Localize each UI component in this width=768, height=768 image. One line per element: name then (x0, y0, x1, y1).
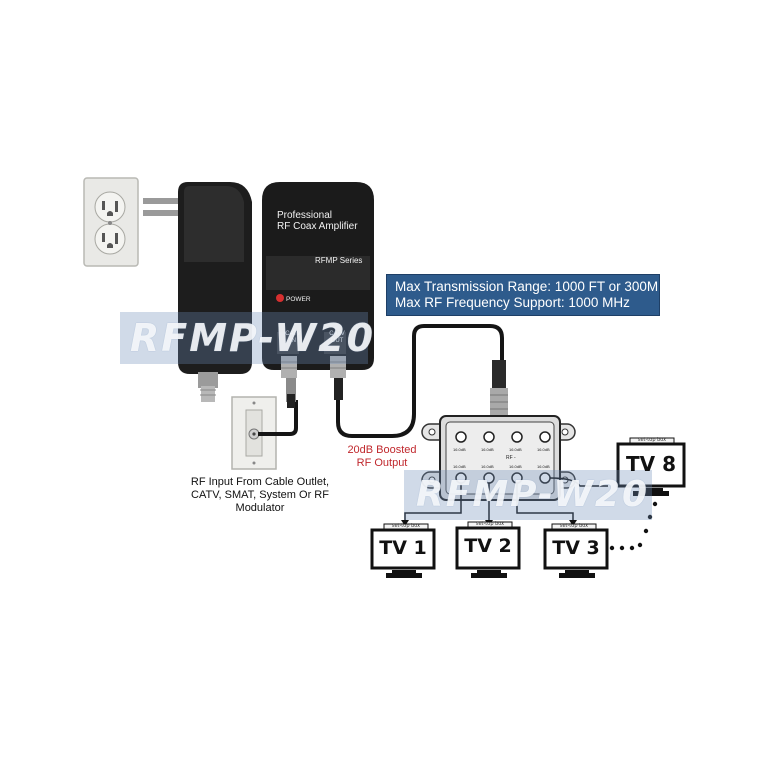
plug-prongs-icon (143, 198, 181, 216)
power-adapter-icon (178, 182, 252, 402)
input-caption: RF Input From Cable Outlet, CATV, SMAT, … (180, 476, 340, 515)
more-tvs-ellipsis (609, 501, 658, 551)
tv8-icon (616, 437, 686, 496)
port-loss-8: 16.0dB (537, 464, 550, 469)
spec-range: Max Transmission Range: 1000 FT or 300M (395, 279, 659, 294)
tv3-icon (543, 523, 609, 578)
input-caption-line2: CATV, SMAT, System Or RF (191, 489, 329, 501)
splitter-device-icon (421, 415, 576, 501)
port-loss-3: 16.0dB (509, 447, 522, 452)
spec-frequency: Max RF Frequency Support: 1000 MHz (395, 295, 630, 310)
port-loss-7: 16.0dB (509, 464, 522, 469)
stb-label-tv8: set-top box (637, 437, 667, 443)
catv-out-label: CATV OUT (329, 331, 345, 344)
input-coax-cable (258, 400, 298, 436)
wall-outlet-icon (83, 177, 139, 267)
power-label: POWER (286, 296, 311, 303)
tv3-label: TV 3 (552, 537, 600, 559)
stb-label-tv3: set-top box (559, 523, 589, 529)
tv8-label: TV 8 (626, 452, 676, 476)
amplifier-title-line2: RF Coax Amplifier (277, 221, 358, 232)
input-caption-line3: Modulator (235, 502, 285, 514)
amplifier-title-line1: Professional (277, 210, 333, 221)
port-loss-2: 16.0dB (481, 447, 494, 452)
tv1-icon (370, 523, 436, 578)
watermark-top: RFMP-W20 (130, 316, 376, 360)
specs-box: Max Transmission Range: 1000 FT or 300M … (386, 274, 660, 316)
watermark-band-bottom (404, 470, 652, 520)
port-loss-5: 16.0dB (453, 464, 466, 469)
catv-in-label: CATV IN (285, 331, 301, 344)
tv1-label: TV 1 (379, 537, 427, 559)
stb-label-tv1: set-top box (391, 523, 421, 529)
watermark-bottom: RFMP-W20 (416, 474, 650, 515)
boost-line1: 20dB Boosted (347, 444, 417, 456)
tv2-label: TV 2 (464, 535, 512, 557)
splitter-rf-label: RF - (506, 455, 516, 461)
port-loss-6: 16.0dB (481, 464, 494, 469)
tv-feed-lines (404, 477, 608, 522)
watermark-band-top (120, 312, 368, 364)
input-caption-line1: RF Input From Cable Outlet, (190, 476, 330, 488)
tv2-icon (455, 521, 521, 578)
amplifier-series-label: RFMP Series (315, 256, 363, 265)
amplifier-device-icon (262, 182, 374, 378)
boost-line2: RF Output (356, 457, 408, 469)
stb-label-tv2: set-top box (475, 521, 505, 527)
boost-caption: 20dB Boosted RF Output (342, 444, 422, 470)
port-loss-1: 16.0dB (453, 447, 466, 452)
output-coax-cable (336, 324, 504, 438)
port-loss-4: 16.0dB (537, 447, 550, 452)
